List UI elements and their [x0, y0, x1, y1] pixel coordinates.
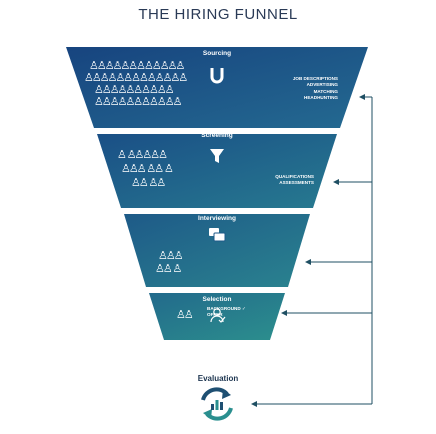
people-row: ♙♙ — [176, 308, 194, 321]
page-title: THE HIRING FUNNEL — [138, 6, 298, 23]
sourcing-activities: JOB DESCRIPTIONS ADVERTISING MATCHING HE… — [260, 76, 338, 102]
stage-label-screening: Screening — [201, 132, 233, 139]
stage-label-interviewing: Interviewing — [198, 215, 236, 222]
funnel-stage-interviewing — [124, 214, 310, 287]
screening-activities: QUALIFICATIONS ASSESSMENTS — [234, 174, 314, 187]
activity-item: ASSESSMENTS — [279, 180, 314, 186]
stage-label-selection: Selection — [202, 296, 232, 303]
funnel-stage-sourcing — [66, 47, 368, 128]
funnel-stage-screening — [97, 134, 337, 208]
activity-item: BACKGROUND ✓ — [207, 306, 246, 311]
activity-item: JOB DESCRIPTIONS — [292, 76, 338, 81]
activity-item: MATCHING — [313, 88, 338, 94]
people-row: ♙♙♙ ♙♙ ♙ — [121, 162, 174, 175]
people-row: ♙♙♙♙♙♙♙♙♙♙ — [94, 83, 175, 96]
people-row: ♙♙♙ — [158, 249, 184, 262]
evaluation-label: Evaluation — [197, 374, 239, 383]
people-row: ♙♙ ♙ — [155, 262, 182, 275]
feedback-lines — [251, 94, 373, 407]
user-check-icon — [210, 308, 226, 323]
people-row: ♙♙♙♙♙♙♙♙♙♙♙ — [94, 95, 182, 108]
stage-label-sourcing: Sourcing — [202, 50, 232, 57]
activity-item: QUALIFICATIONS — [275, 174, 314, 179]
magnet-icon — [210, 68, 224, 84]
cycle-chart-icon — [201, 387, 233, 421]
activity-item: OFFER — [207, 312, 223, 318]
selection-activities: BACKGROUND ✓ OFFER — [193, 306, 279, 319]
people-row: ♙♙ ♙♙ — [131, 176, 166, 189]
chat-icon — [209, 228, 226, 242]
activity-item: HEADHUNTING — [304, 95, 338, 101]
activity-item: ADVERTISING — [306, 82, 338, 88]
people-row: ♙ ♙♙♙♙♙ — [117, 148, 168, 161]
people-row: ♙♙♙♙♙♙♙♙♙♙♙♙ — [89, 59, 185, 72]
filter-icon — [210, 149, 224, 163]
people-row: ♙♙♙♙♙♙♙♙♙♙♙♙♙ — [84, 71, 188, 84]
